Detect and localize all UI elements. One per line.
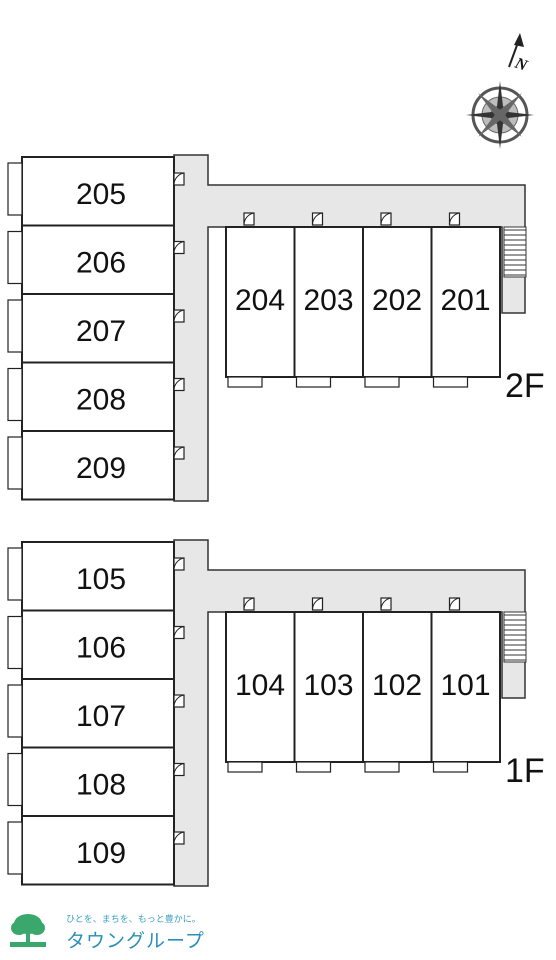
door-icon (311, 212, 324, 226)
balcony (7, 230, 23, 285)
room-202: 202 (362, 212, 433, 388)
room-label: 208 (76, 384, 126, 417)
room-label: 107 (76, 700, 126, 733)
room-207: 207 (7, 293, 185, 364)
room-label: 206 (76, 247, 126, 280)
floor-2F: 205 206 207 208 209 204 203 202 201 2F (7, 154, 545, 502)
balcony (295, 376, 332, 388)
room-label: 104 (235, 669, 285, 702)
compass-rose-icon: N (466, 33, 534, 149)
town-group-logo (10, 914, 46, 947)
door-icon (173, 172, 185, 186)
room-label: 202 (372, 284, 422, 317)
balcony (7, 547, 23, 601)
staircase (503, 226, 527, 278)
brand-tagline: ひとを、まちを、もっと豊かに。 (66, 915, 201, 925)
room-206: 206 (7, 224, 185, 295)
balcony (7, 162, 23, 216)
room-label: 106 (76, 632, 126, 665)
room-104: 104 (225, 597, 296, 773)
room-209: 209 (7, 430, 185, 501)
room-label: 101 (440, 669, 490, 702)
room-204: 204 (225, 212, 296, 388)
floor-label: 1F (505, 752, 545, 790)
room-label: 105 (76, 563, 126, 596)
balcony (432, 376, 469, 388)
balcony (7, 299, 23, 353)
balcony (7, 367, 23, 422)
room-208: 208 (7, 361, 185, 432)
balcony (364, 376, 400, 388)
door-icon (448, 597, 461, 611)
balcony (7, 752, 23, 807)
brand-name: タウングループ (66, 930, 205, 952)
door-icon (380, 212, 392, 226)
room-203: 203 (293, 212, 364, 388)
room-108: 108 (7, 746, 185, 817)
door-icon (173, 377, 185, 392)
room-label: 108 (76, 769, 126, 802)
staircase (503, 611, 527, 663)
balcony (364, 761, 400, 773)
floor-label: 2F (505, 367, 545, 405)
room-205: 205 (7, 156, 185, 227)
balcony (432, 761, 469, 773)
door-icon (173, 309, 185, 323)
room-102: 102 (362, 597, 433, 773)
door-icon (173, 762, 185, 777)
room-label: 205 (76, 178, 126, 211)
room-201: 201 (430, 212, 501, 388)
balcony (227, 376, 263, 388)
door-icon (243, 212, 255, 226)
room-label: 201 (440, 284, 490, 317)
door-icon (243, 597, 255, 611)
balcony (7, 821, 23, 875)
balcony (227, 761, 263, 773)
room-105: 105 (7, 541, 185, 612)
balcony (7, 436, 23, 490)
room-109: 109 (7, 815, 185, 886)
balcony (7, 615, 23, 670)
balcony (7, 684, 23, 738)
corridor (173, 539, 526, 887)
room-label: 203 (303, 284, 353, 317)
door-icon (380, 597, 392, 611)
room-label: 102 (372, 669, 422, 702)
room-101: 101 (430, 597, 501, 773)
door-icon (448, 212, 461, 226)
compass-north-label: N (512, 54, 531, 75)
room-107: 107 (7, 678, 185, 749)
room-label: 207 (76, 315, 126, 348)
door-icon (311, 597, 324, 611)
room-103: 103 (293, 597, 364, 773)
door-icon (173, 694, 185, 708)
door-icon (173, 446, 185, 460)
door-icon (173, 625, 185, 640)
corridor (173, 154, 526, 502)
balcony (295, 761, 332, 773)
room-label: 204 (235, 284, 285, 317)
door-icon (173, 831, 185, 845)
room-label: 209 (76, 452, 126, 485)
room-label: 103 (303, 669, 353, 702)
floor-1F: 105 106 107 108 109 104 103 102 101 1F (7, 539, 545, 887)
door-icon (173, 557, 185, 571)
door-icon (173, 240, 185, 255)
room-106: 106 (7, 609, 185, 680)
room-label: 109 (76, 837, 126, 870)
